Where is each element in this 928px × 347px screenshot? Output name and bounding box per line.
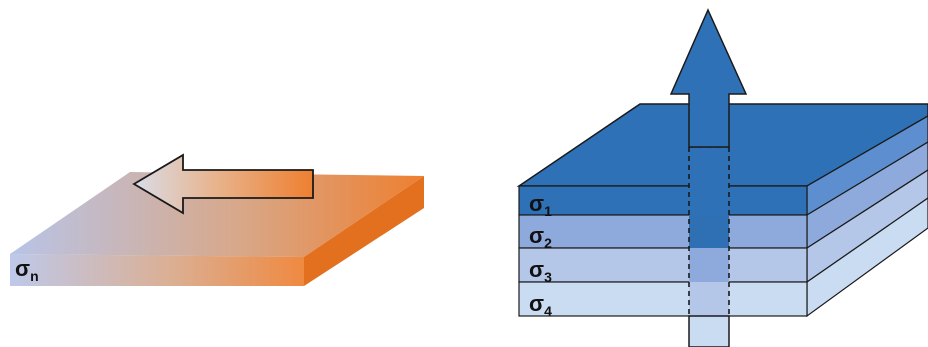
left-arrow	[132, 153, 314, 215]
column-top-segment	[689, 147, 729, 186]
layer-2-front	[518, 214, 808, 249]
layer-4-label: σ4	[529, 291, 552, 319]
sigma-n-subscript: n	[30, 268, 39, 284]
layer-1-front	[518, 185, 808, 216]
layer-2-label: σ2	[529, 223, 552, 251]
sigma-n-label: σn	[15, 256, 39, 284]
arrow-tail	[688, 315, 730, 347]
layer-3-front	[518, 247, 808, 283]
column-segment-4	[689, 282, 729, 316]
plate-front-face	[10, 254, 304, 286]
plate-side-face	[304, 176, 424, 286]
column-segment-3	[689, 248, 729, 282]
layer-4-front	[518, 281, 808, 317]
column-segment-2	[689, 215, 729, 248]
layer-1-label: σ1	[529, 191, 552, 219]
layer-3-label: σ3	[529, 257, 552, 285]
arrow-column	[688, 146, 730, 347]
up-arrow	[669, 8, 748, 148]
column-segment-1	[689, 186, 729, 215]
plate-top-face	[10, 172, 424, 257]
single-layer-plate	[10, 172, 424, 286]
sigma-n-symbol: σ	[15, 256, 30, 281]
